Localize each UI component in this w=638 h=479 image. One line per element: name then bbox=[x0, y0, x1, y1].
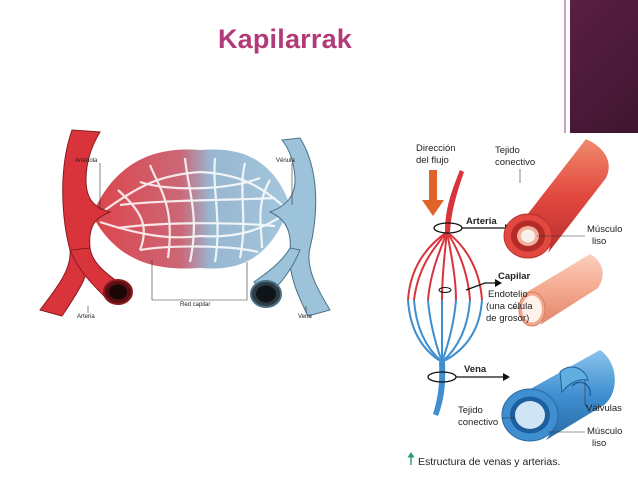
capillary-mesh bbox=[99, 157, 286, 263]
label-venula: Vénula bbox=[276, 158, 295, 164]
label-tejido-top-2: conectivo bbox=[495, 157, 535, 168]
label-tejido-bottom-1: Tejido bbox=[458, 405, 483, 416]
caption-text: Estructura de venas y arterias. bbox=[418, 456, 560, 468]
artery-cylinder bbox=[503, 139, 609, 259]
label-musculo-top-2: liso bbox=[592, 236, 606, 247]
label-direccion-2: del flujo bbox=[416, 155, 449, 166]
arterial-branches bbox=[407, 231, 483, 301]
vessel-structure-diagram: Dirección del flujo bbox=[407, 139, 622, 468]
artery-stem bbox=[445, 170, 464, 232]
label-tejido-bottom-2: conectivo bbox=[458, 417, 498, 428]
slide-title: Kapilarrak bbox=[217, 24, 353, 54]
corner-decoration bbox=[564, 0, 638, 133]
label-musculo-top-1: Músculo bbox=[587, 224, 622, 235]
caption: Estructura de venas y arterias. bbox=[407, 452, 560, 468]
label-direccion-1: Dirección bbox=[416, 143, 456, 154]
label-red-capilar: Red capilar bbox=[180, 302, 210, 308]
label-endotelio-3: de grosor) bbox=[486, 313, 529, 324]
valve-flap bbox=[559, 366, 589, 394]
vein-cylinder bbox=[501, 350, 615, 442]
label-endotelio-1: Endotelio bbox=[488, 289, 528, 300]
capillary-cylinder bbox=[518, 254, 603, 327]
vein-stem bbox=[433, 362, 446, 416]
label-tejido-top-1: Tejido bbox=[495, 145, 520, 156]
label-endotelio-2: (una célula bbox=[486, 301, 533, 312]
label-arteriola: Arteriola bbox=[75, 158, 98, 164]
label-capilar: Capilar bbox=[498, 271, 531, 282]
label-arteria: Arteria bbox=[77, 314, 95, 320]
capillary-network-diagram: Arteriola Vénula Red capilar Arteria Ven… bbox=[39, 129, 331, 320]
venous-branches bbox=[407, 299, 483, 363]
label-vena: Vena bbox=[298, 314, 312, 320]
capillary-ring bbox=[438, 287, 452, 293]
label-musculo-bottom-2: liso bbox=[592, 438, 606, 449]
up-arrow-icon bbox=[407, 452, 415, 465]
label-musculo-bottom-1: Músculo bbox=[587, 426, 622, 437]
label-arteria-right: Arteria bbox=[466, 216, 497, 227]
label-vena-right: Vena bbox=[464, 364, 487, 375]
label-valvulas: Válvulas bbox=[586, 403, 622, 414]
flow-direction-arrow bbox=[422, 170, 444, 216]
